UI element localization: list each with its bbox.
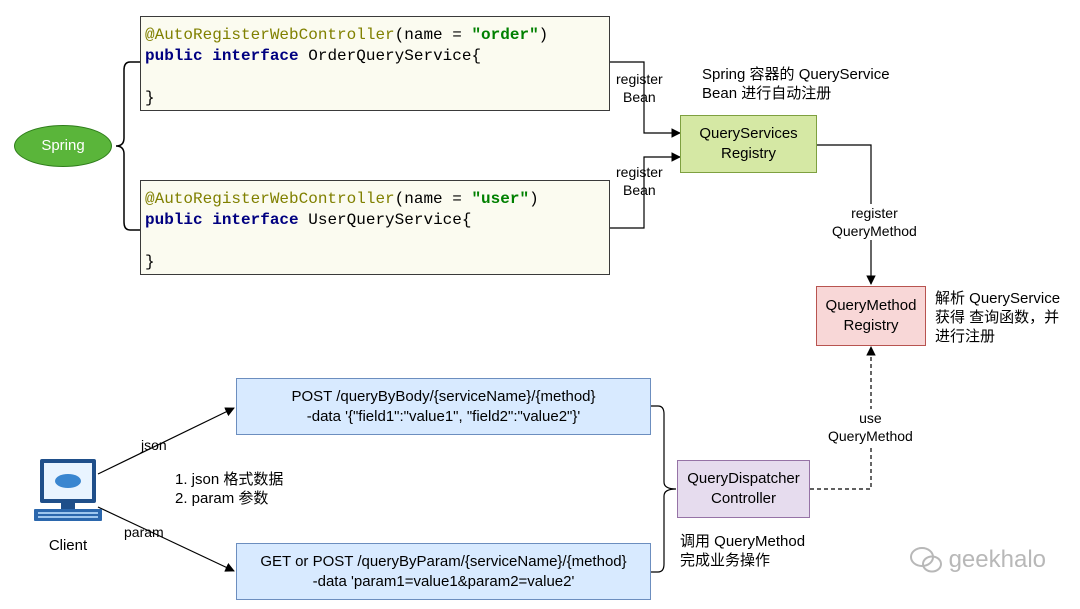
note-data-formats: 1. json 格式数据 2. param 参数 xyxy=(175,471,284,507)
service-name-user: "user" xyxy=(471,190,530,208)
watermark: geekhalo xyxy=(909,545,1046,575)
label-register-query-method: register QueryMethod xyxy=(832,204,917,240)
get-query-by-param-request: GET or POST /queryByParam/{serviceName}/… xyxy=(236,543,651,600)
edge-order-to-registry xyxy=(610,61,681,138)
query-dispatcher-controller: QueryDispatcher Controller xyxy=(677,460,810,518)
note-spring-bean-register: Spring 容器的 QueryService Bean 进行自动注册 xyxy=(702,66,890,102)
user-query-service-code: @AutoRegisterWebController(name = "user"… xyxy=(140,180,610,275)
request-brace xyxy=(651,405,677,573)
spring-node: Spring xyxy=(14,125,112,167)
edge-client-param xyxy=(97,506,235,572)
spring-brace xyxy=(115,61,145,231)
service-name-order: "order" xyxy=(471,26,539,44)
interface-decl: OrderQueryService{ xyxy=(298,47,482,65)
annotation-text: @AutoRegisterWebController xyxy=(145,26,395,44)
post-query-by-body-request: POST /queryByBody/{serviceName}/{method}… xyxy=(236,378,651,435)
edge-client-json xyxy=(97,407,235,475)
order-query-service-code: @AutoRegisterWebController(name = "order… xyxy=(140,16,610,111)
label-register-bean-user: register Bean xyxy=(616,164,663,198)
label-register-bean-order: register Bean xyxy=(616,71,663,105)
chat-bubble-icon xyxy=(909,547,942,573)
edge-user-to-registry xyxy=(610,152,681,229)
note-dispatch: 调用 QueryMethod 完成业务操作 xyxy=(680,533,806,569)
edge-dispatcher-use-method-registry xyxy=(810,346,876,490)
label-use-query-method: use QueryMethod xyxy=(828,409,913,445)
client-label: Client xyxy=(48,537,88,554)
label-param: param xyxy=(124,524,164,540)
annotation-text: @AutoRegisterWebController xyxy=(145,190,395,208)
client-node: Client xyxy=(28,456,108,556)
computer-icon xyxy=(34,459,102,521)
note-parse-query-service: 解析 QueryService 获得 查询函数，并 进行注册 xyxy=(935,290,1061,345)
label-json: json xyxy=(141,437,167,453)
query-services-registry: QueryServices Registry xyxy=(680,115,817,173)
watermark-text: geekhalo xyxy=(948,546,1046,573)
query-method-registry: QueryMethod Registry xyxy=(816,286,926,346)
interface-decl: UserQueryService{ xyxy=(298,211,472,229)
